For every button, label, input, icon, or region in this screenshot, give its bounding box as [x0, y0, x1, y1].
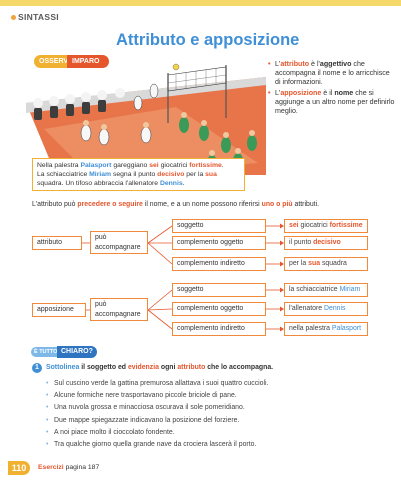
exercise-item[interactable]: Sul cuscino verde la gattina premurosa a… [46, 378, 376, 390]
page-number: 110 [8, 461, 30, 475]
apposizione-example-2: l'allenatore Dennis [284, 302, 368, 316]
tutto-label: È TUTTO [31, 347, 61, 357]
scene-caption: Nella palestra Palasport gareggiano sei … [32, 158, 245, 191]
apposizione-box: apposizione [32, 303, 86, 317]
exercise-item[interactable]: Due mappe spiegazzate indicavano la posi… [46, 415, 376, 427]
definition-apposizione: L'apposizione è il nome che si aggiunge … [268, 89, 396, 117]
exercise-item[interactable]: Una nuvola grossa e minacciosa oscurava … [46, 402, 376, 414]
exercise-instruction: Sottolinea il soggetto ed evidenzia ogni… [46, 364, 274, 371]
osservo-pill: OSSERVO [34, 55, 74, 68]
apposizione-verb-box: può accompagnare [90, 298, 148, 321]
exercises-reference[interactable]: Esercizi pagina 187 [38, 464, 100, 471]
apposizione-example-3: nella palestra Palasport [284, 322, 368, 336]
imparo-pill: IMPARO [67, 55, 109, 68]
attributo-role-oggetto: complemento oggetto [172, 236, 266, 250]
attributo-example-3: per la sua squadra [284, 257, 368, 271]
apposizione-role-indiretto: complemento indiretto [172, 322, 266, 336]
exercise-item[interactable]: Alcune formiche nere trasportavano picco… [46, 390, 376, 402]
page-title: Attributo e apposizione [116, 31, 300, 49]
attributo-box: attributo [32, 236, 82, 250]
section-label: SINTASSI [18, 12, 59, 22]
exercise-number: 1 [32, 363, 42, 373]
attributo-verb-box: può accompagnare [90, 231, 148, 254]
chiaro-label: CHIARO? [57, 346, 97, 358]
attributo-role-soggetto: soggetto [172, 219, 266, 233]
apposizione-example-1: la schiacciatrice Miriam [284, 283, 368, 297]
apposizione-role-soggetto: soggetto [172, 283, 266, 297]
attributo-example-1: sei giocatrici fortissime [284, 219, 368, 233]
apposizione-role-oggetto: complemento oggetto [172, 302, 266, 316]
attributo-role-indiretto: complemento indiretto [172, 257, 266, 271]
top-strip [0, 0, 401, 6]
dot-icon [11, 15, 16, 21]
attributo-example-2: il punto decisivo [284, 236, 368, 250]
section-tag: SINTASSI [11, 12, 59, 22]
definitions-box: L'attributo è l'aggettivo che accompagna… [268, 60, 396, 117]
definition-attributo: L'attributo è l'aggettivo che accompagna… [268, 60, 396, 88]
exercise-item[interactable]: A noi piace molto il cioccolato fondente… [46, 427, 376, 439]
exercise-list: Sul cuscino verde la gattina premurosa a… [46, 378, 376, 451]
intro-text: L'attributo può precedere o seguire il n… [32, 201, 320, 208]
exercise-item[interactable]: Tra qualche giorno quella grande nave da… [46, 439, 376, 451]
